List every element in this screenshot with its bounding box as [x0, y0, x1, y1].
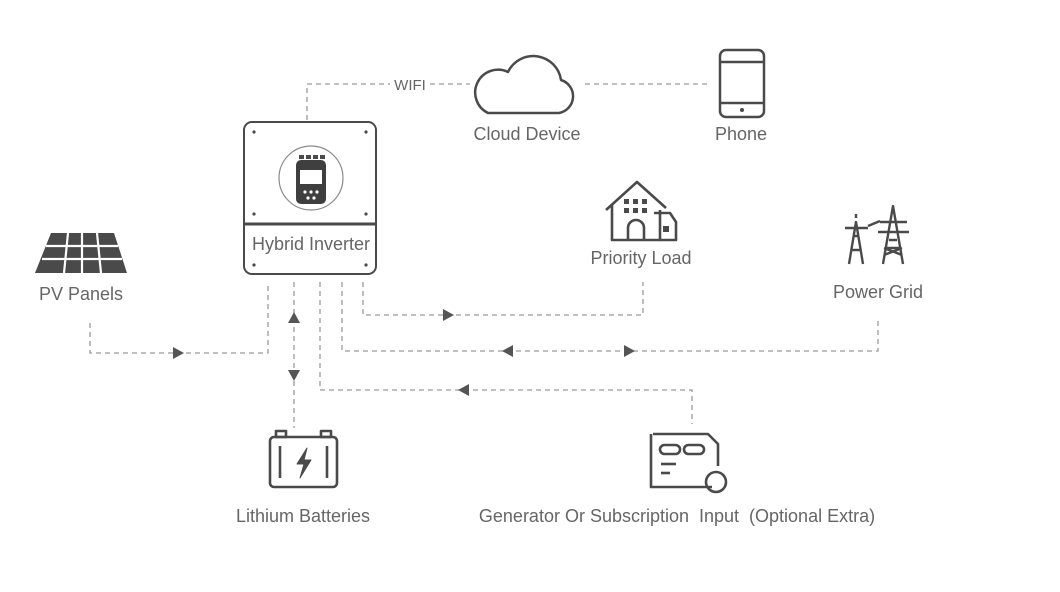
generator-label: Generator Or Subscription Input (Optiona… — [479, 506, 875, 526]
transmission-tower-icon — [845, 204, 909, 265]
pv-panels-label: PV Panels — [39, 284, 123, 304]
load-arrow — [443, 309, 454, 321]
power-grid-label: Power Grid — [833, 282, 923, 302]
grid-arrow-left — [502, 345, 513, 357]
grid-arrow-right — [624, 345, 635, 357]
cloud-icon — [473, 54, 575, 115]
grid-line — [341, 282, 879, 352]
house-icon — [605, 180, 678, 242]
solar-panel-icon — [35, 232, 127, 274]
load-line — [362, 282, 644, 316]
priority-load-label: Priority Load — [590, 248, 691, 268]
wifi-label: WIFI — [394, 77, 426, 94]
battery-arrow-down — [288, 370, 300, 381]
wifi-link-line — [306, 83, 390, 120]
inverter-label: Hybrid Inverter — [252, 234, 370, 254]
pv-arrow — [173, 347, 184, 359]
batteries-label: Lithium Batteries — [236, 506, 370, 526]
phone-label: Phone — [715, 124, 767, 144]
generator-arrow — [458, 384, 469, 396]
inverter-icon — [243, 121, 377, 275]
phone-icon — [718, 48, 766, 119]
cloud-device-label: Cloud Device — [473, 124, 580, 144]
battery-arrow-up — [288, 312, 300, 323]
battery-icon — [268, 429, 339, 489]
generator-icon — [649, 432, 728, 494]
generator-line — [319, 282, 693, 424]
